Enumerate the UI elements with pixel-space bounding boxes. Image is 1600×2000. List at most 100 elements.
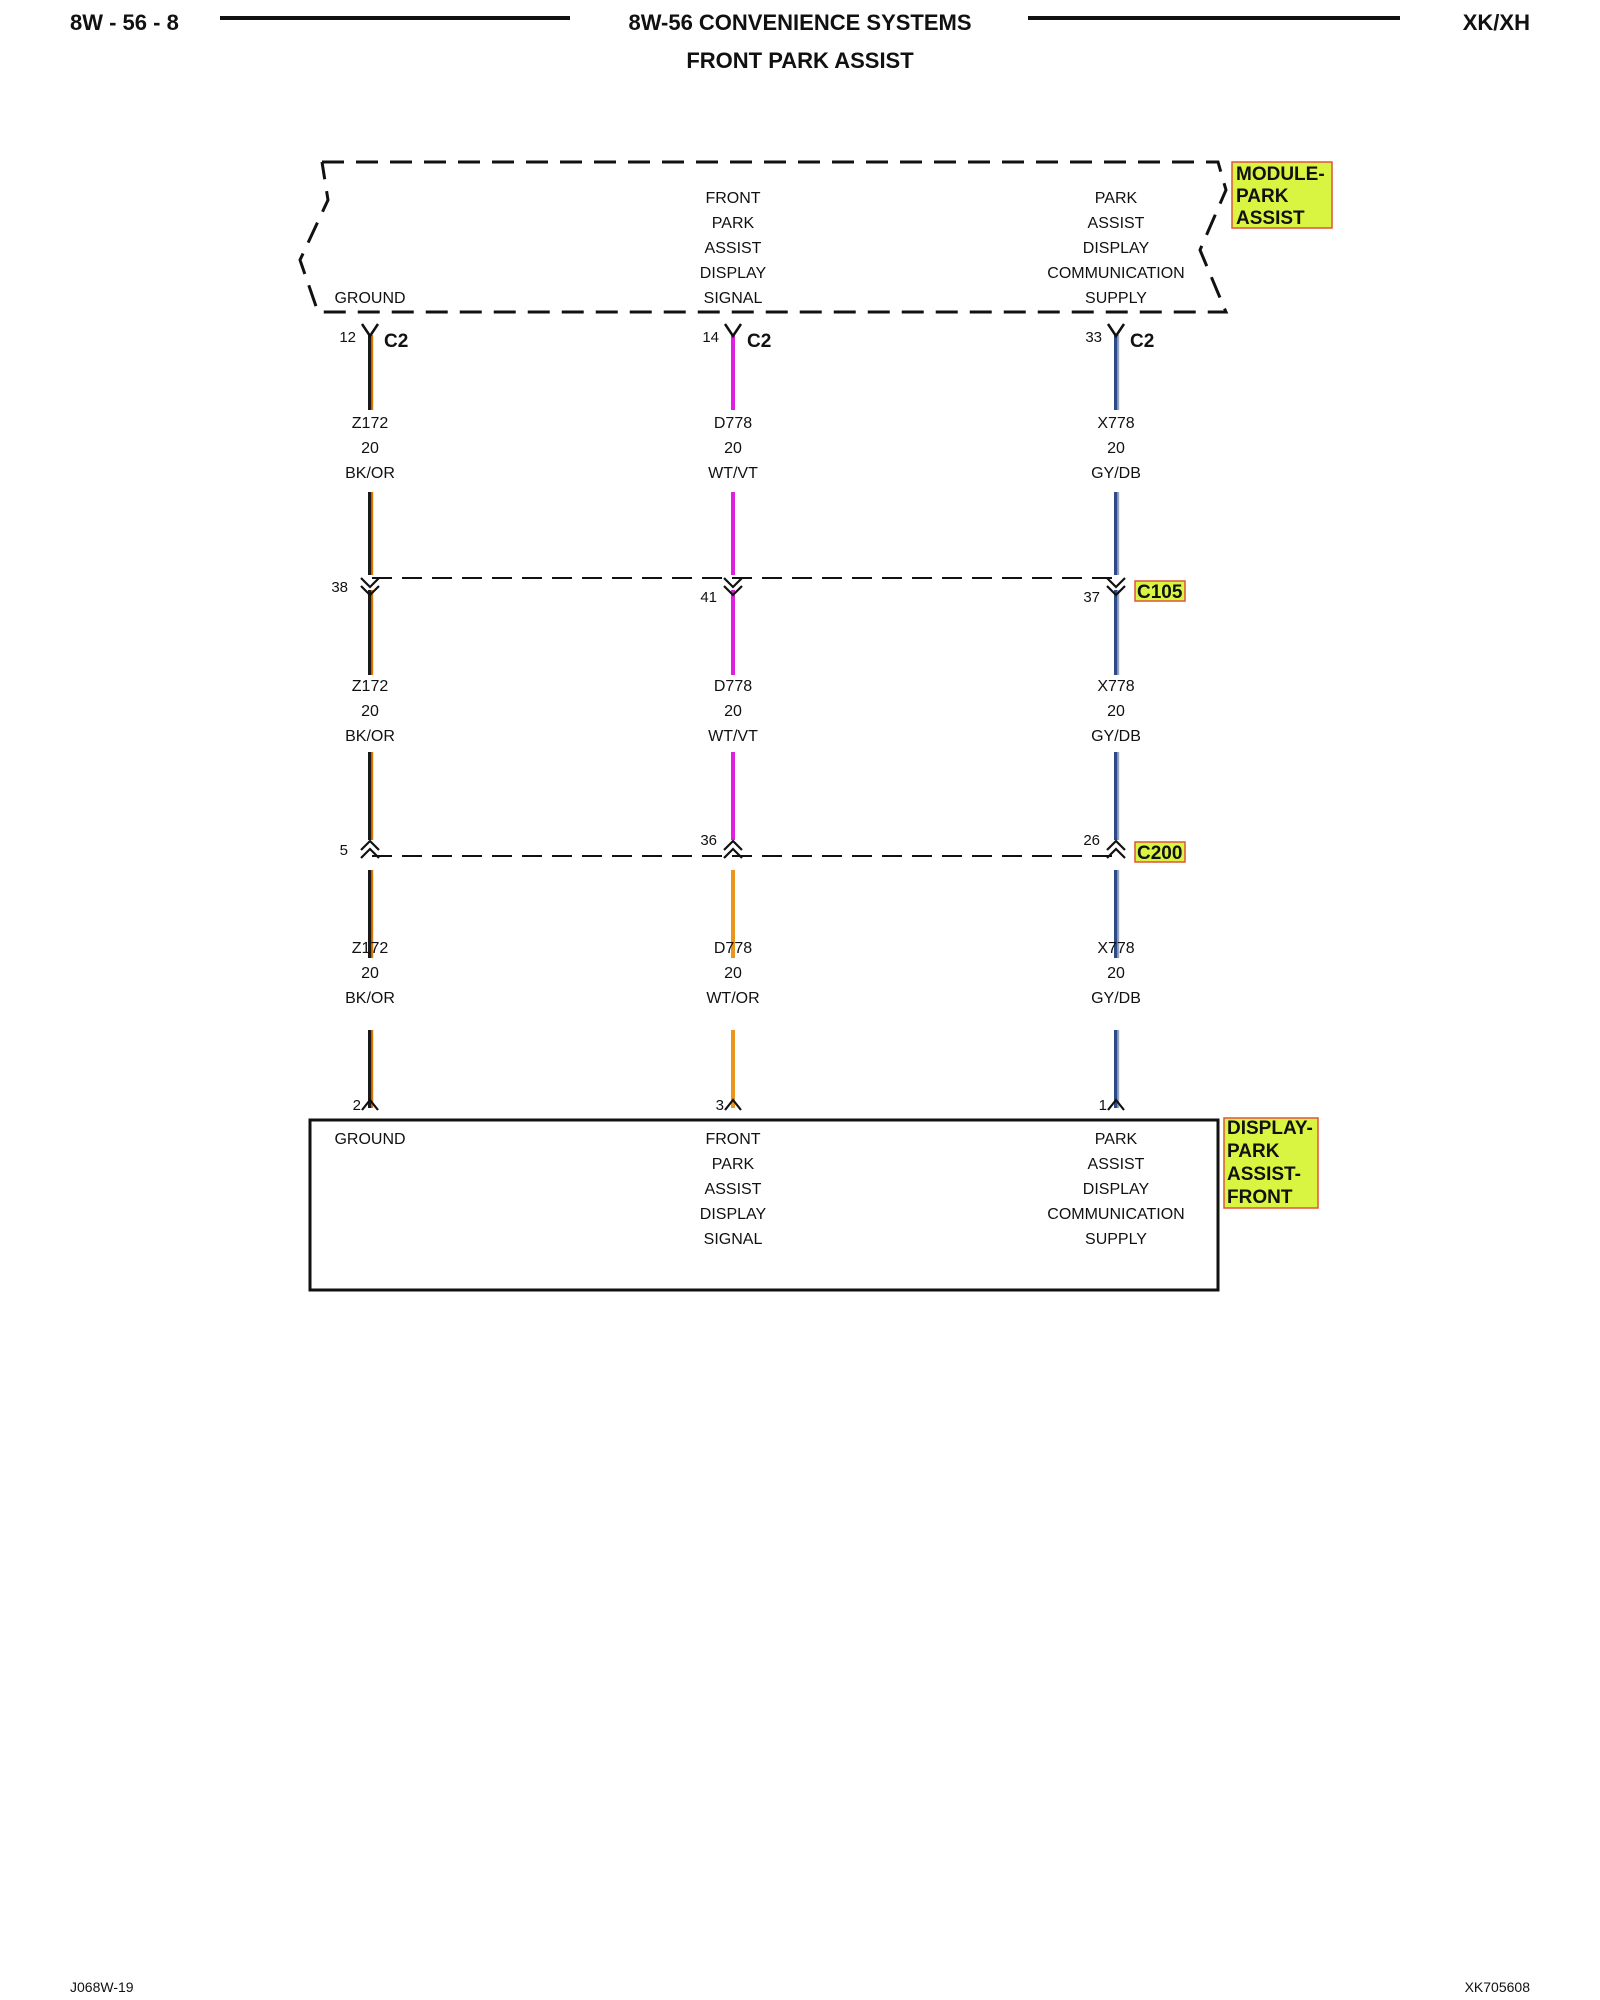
module-park-assist-outline <box>298 160 1229 314</box>
display-pin-label: PARK <box>1095 1131 1138 1148</box>
module-pin-label: DISPLAY <box>700 265 767 282</box>
display-pin-number: 1 <box>1099 1097 1107 1114</box>
display-connector-symbol <box>361 1098 379 1111</box>
display-pin-label: FRONT <box>705 1131 760 1148</box>
display-pin-number: 3 <box>716 1097 724 1114</box>
wire-circuit-label: X778 <box>1097 678 1134 695</box>
c200-tag[interactable]: C200 <box>1134 841 1186 864</box>
display-tag[interactable]: DISPLAY- PARK ASSIST- FRONT <box>1223 1117 1319 1209</box>
wire-gauge-label: 20 <box>361 440 379 457</box>
wire-gauge-label: 20 <box>724 440 742 457</box>
c200-chevron <box>360 839 380 859</box>
module-tag-line-2: PARK <box>1236 186 1289 207</box>
module-tag-line-1: MODULE- <box>1236 164 1325 185</box>
page-number: 8W - 56 - 8 <box>70 10 179 35</box>
display-park-assist-front-outline <box>308 1118 1220 1292</box>
module-pin-labels: GROUNDFRONTPARKASSISTDISPLAYSIGNALPARKAS… <box>334 190 1184 307</box>
c105-tag-box <box>1134 580 1186 602</box>
wire-gauge-label: 20 <box>1107 703 1125 720</box>
wire-color-label: BK/OR <box>345 990 395 1007</box>
wire-circuit-label: X778 <box>1097 415 1134 432</box>
module-connector-label: C2 <box>1130 331 1154 352</box>
c200-label: C200 <box>1137 843 1182 864</box>
module-connector-symbol <box>1106 323 1126 339</box>
display-pin-label: SIGNAL <box>704 1231 763 1248</box>
display-pin-label: ASSIST <box>705 1181 762 1198</box>
c105-label: C105 <box>1137 582 1183 603</box>
module-pin-label: PARK <box>712 215 755 232</box>
module-pin-number: 14 <box>702 329 719 346</box>
module-connector-symbol <box>723 323 743 339</box>
module-pin-label: FRONT <box>705 190 760 207</box>
c200-pin-number: 5 <box>340 842 348 859</box>
module-pin-label: GROUND <box>334 290 405 307</box>
module-connector-label: C2 <box>747 331 771 352</box>
wire-circuit-label: D778 <box>714 940 752 957</box>
display-tag-line-2: PARK <box>1227 1141 1280 1162</box>
module-connector-symbol <box>360 323 380 339</box>
c105-chevron <box>360 577 380 597</box>
wire-color-label: WT/VT <box>708 465 758 482</box>
module-pin-label: ASSIST <box>705 240 762 257</box>
module-tag-box <box>1231 161 1333 229</box>
c105-chevron <box>723 577 743 597</box>
c105-pin-number: 41 <box>700 589 717 606</box>
wire-circuit-label: Z172 <box>352 415 389 432</box>
wire-color-label: GY/DB <box>1091 465 1141 482</box>
wire-circuit-label: Z172 <box>352 940 389 957</box>
c200-pin-number: 36 <box>700 832 717 849</box>
wire-color-label: WT/VT <box>708 728 758 745</box>
wire-gauge-label: 20 <box>724 703 742 720</box>
module-connector-label: C2 <box>384 331 408 352</box>
c105-tag[interactable]: C105 <box>1134 580 1186 603</box>
c200-chevron <box>1106 839 1126 859</box>
display-pin-label: DISPLAY <box>1083 1181 1150 1198</box>
wire-circuit-label: D778 <box>714 415 752 432</box>
c105-pin-number: 37 <box>1083 589 1100 606</box>
display-pin-label: COMMUNICATION <box>1047 1206 1184 1223</box>
display-tag-box <box>1223 1117 1319 1209</box>
display-connector-symbol <box>1107 1098 1125 1111</box>
module-pin-number: 33 <box>1085 329 1102 346</box>
module-pin-number: 12 <box>339 329 356 346</box>
display-pin-label: SUPPLY <box>1085 1231 1147 1248</box>
display-tag-line-1: DISPLAY- <box>1227 1118 1313 1139</box>
module-pin-label: SUPPLY <box>1085 290 1147 307</box>
wire-gauge-label: 20 <box>361 965 379 982</box>
module-tag-line-3: ASSIST <box>1236 208 1305 229</box>
display-connector-symbol <box>724 1098 742 1111</box>
wire-gauge-label: 20 <box>724 965 742 982</box>
wire-color-label: GY/DB <box>1091 990 1141 1007</box>
diagram-subtitle: FRONT PARK ASSIST <box>686 48 914 73</box>
footer-right-code: XK705608 <box>1465 1979 1531 1995</box>
model-code: XK/XH <box>1463 10 1530 35</box>
c200-pin-number: 26 <box>1083 832 1100 849</box>
wire-color-label: BK/OR <box>345 465 395 482</box>
wire-color-label: BK/OR <box>345 728 395 745</box>
wire-gauge-label: 20 <box>361 703 379 720</box>
display-pin-label: PARK <box>712 1156 755 1173</box>
section-title: 8W-56 CONVENIENCE SYSTEMS <box>628 10 971 35</box>
module-tag[interactable]: MODULE- PARK ASSIST <box>1231 161 1333 229</box>
c200-tag-box <box>1134 841 1186 863</box>
module-pin-label: PARK <box>1095 190 1138 207</box>
module-pin-label: SIGNAL <box>704 290 763 307</box>
wire-gauge-label: 20 <box>1107 440 1125 457</box>
display-pin-label: DISPLAY <box>700 1206 767 1223</box>
wire-circuit-label: Z172 <box>352 678 389 695</box>
footer-left-code: J068W-19 <box>70 1979 134 1995</box>
display-tag-line-3: ASSIST- <box>1227 1164 1301 1185</box>
module-pin-label: COMMUNICATION <box>1047 265 1184 282</box>
display-pin-label: ASSIST <box>1088 1156 1145 1173</box>
wire-color-label: GY/DB <box>1091 728 1141 745</box>
c200-chevron <box>723 839 743 859</box>
module-pin-label: DISPLAY <box>1083 240 1150 257</box>
wire-gauge-label: 20 <box>1107 965 1125 982</box>
wire-color-label: WT/OR <box>706 990 759 1007</box>
